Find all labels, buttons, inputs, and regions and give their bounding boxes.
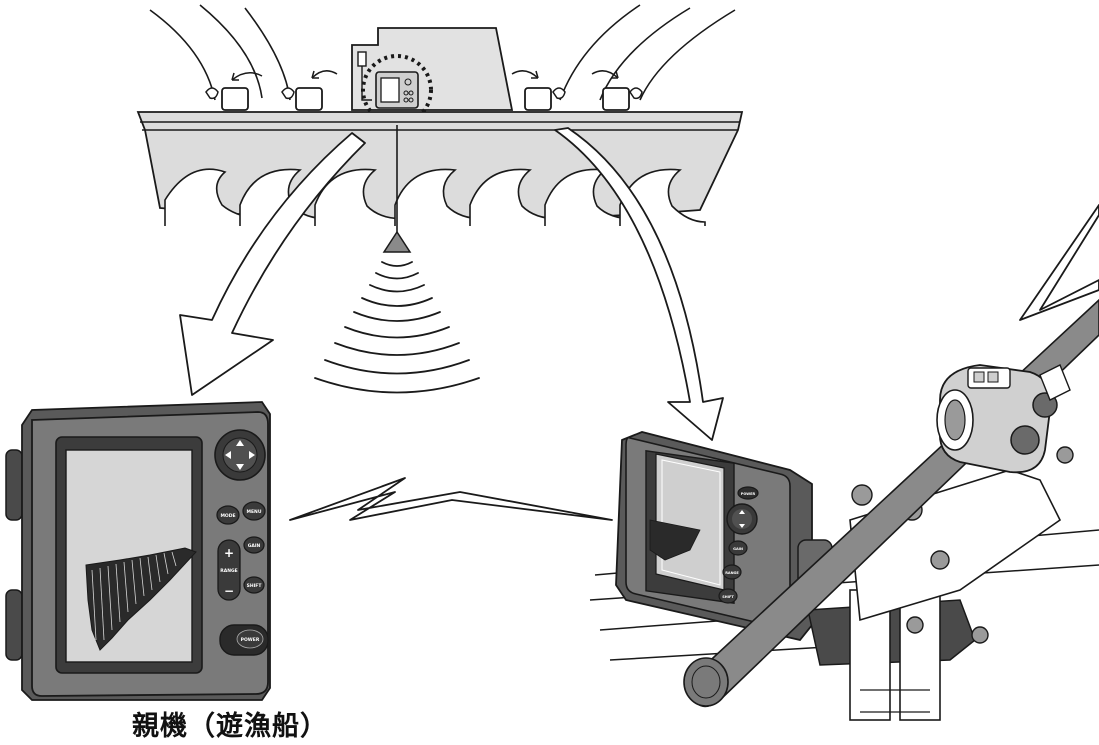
parent-unit-caption: 親機（遊漁船） [132,711,328,742]
arrow-icon [179,127,724,441]
signal-bolt-icon [289,204,1099,521]
parent-power-label: POWER [241,637,260,643]
child-power-label: POWER [741,492,756,496]
parent-menu-label: MENU [247,509,262,515]
svg-text:+: + [224,546,234,560]
parent-shift-label: SHIFT [247,583,263,589]
parent-display: + − MODE MENU GAIN RANGE SHIFT POWER [5,401,271,701]
parent-gain-label: GAIN [248,543,261,549]
child-gain-label: GAIN [733,547,743,551]
boat-cabin [351,27,514,126]
rod-holder [807,469,1062,721]
child-units-on-deck [221,87,630,111]
parent-mode-label: MODE [220,513,235,519]
waves [164,168,706,231]
arrow-icon [231,70,619,81]
sonar-wave-icon [314,261,480,394]
child-range-label: RANGE [725,571,739,575]
child-shift-label: SHIFT [722,595,734,599]
child-display: POWER GAIN RANGE SHIFT [615,431,833,642]
svg-text:−: − [224,584,234,598]
rod-clips [205,87,643,100]
electric-reel [936,364,1074,474]
transducer-icon [382,125,412,253]
parent-range-label: RANGE [220,568,237,574]
